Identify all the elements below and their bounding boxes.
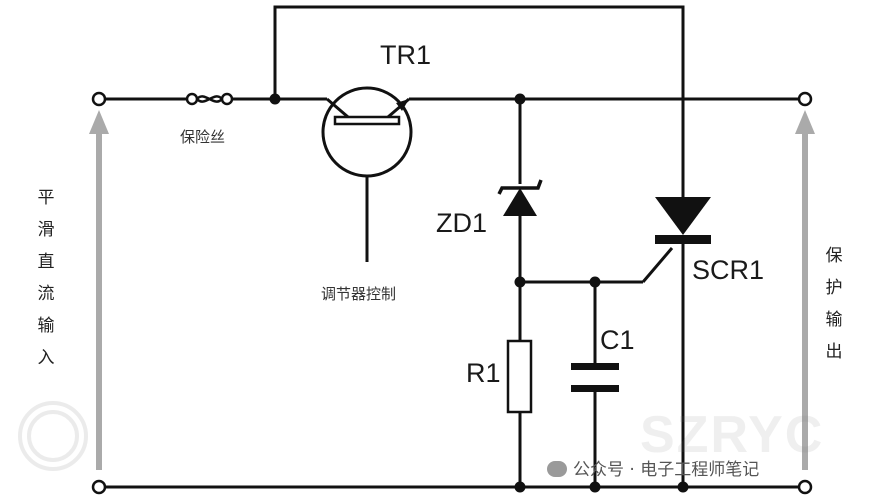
regulator-control-label: 调节器控制 [321,285,397,303]
input-side-label: 平滑直流输入 [37,188,55,368]
bypass-loop [273,5,685,197]
r1-resistor [506,339,533,414]
fuse-symbol [185,92,234,106]
watermark-logo-text: SZRYC [640,406,825,464]
zd1-zener-diode [497,179,543,216]
output-arrow [795,110,815,470]
scr1-label: SCR1 [692,255,765,285]
tr1-transistor [321,86,413,178]
output-side-label: 保护输出 [825,246,843,362]
zd1-label: ZD1 [436,208,488,238]
watermark-account-text: 公众号 · 电子工程师笔记 [573,460,760,480]
c1-label: C1 [600,325,635,355]
tr1-label: TR1 [380,40,432,70]
fuse-label: 保险丝 [180,128,226,146]
c1-capacitor [571,363,619,392]
watermark-account: 公众号 · 电子工程师笔记 [547,455,759,480]
watermark-logo-icon [18,401,88,471]
input-arrow [89,110,109,470]
terminals [91,91,813,495]
scr1-thyristor [655,197,711,244]
junction-dots [269,93,689,493]
wechat-icon [547,461,567,477]
r1-label: R1 [466,358,501,388]
